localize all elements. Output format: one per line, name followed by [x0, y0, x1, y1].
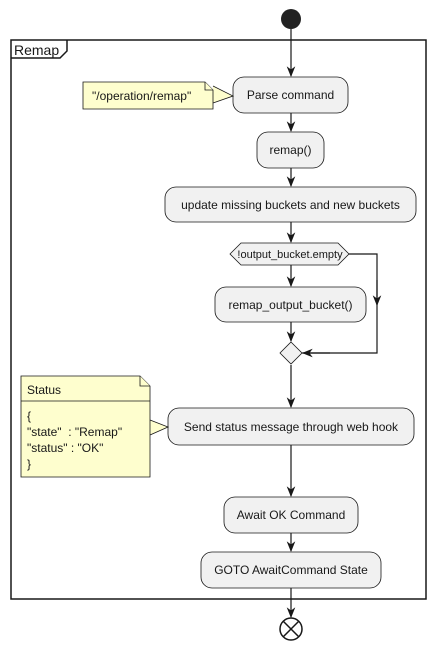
note-status-line: }: [27, 457, 31, 471]
decision-condition-label: !output_bucket.empty: [237, 249, 343, 261]
note-endpoint-fold: [204, 82, 213, 91]
activity-goto-await-command-label: GOTO AwaitCommand State: [214, 563, 368, 577]
activity-update-buckets-label: update missing buckets and new buckets: [181, 198, 400, 212]
partition-title: Remap: [14, 42, 59, 58]
activity-send-status: [167, 407, 415, 446]
merge-node: [279, 341, 303, 365]
note-status-fold: [139, 376, 150, 387]
activity-remap-label: remap(): [269, 143, 311, 157]
start-node: [281, 9, 301, 29]
note-status-connector: [149, 419, 170, 436]
activity-remap-output-bucket: [214, 286, 367, 323]
activity-send-status-label: Send status message through web hook: [184, 420, 399, 434]
end-node: [279, 617, 303, 641]
note-endpoint-connector: [212, 85, 235, 104]
activity-parse-command: [232, 76, 349, 114]
activity-parse-command-label: Parse command: [247, 88, 334, 102]
note-endpoint: [82, 81, 214, 110]
activity-await-ok: [223, 496, 359, 534]
note-endpoint-text: "/operation/remap": [92, 89, 191, 103]
note-status-title: Status: [27, 383, 61, 397]
note-status-line: {: [27, 409, 31, 423]
activity-update-buckets: [164, 186, 417, 223]
decision-output-bucket: [229, 242, 350, 266]
note-status-line: "state" : "Remap": [27, 425, 122, 439]
activity-await-ok-label: Await OK Command: [237, 508, 346, 522]
activity-remap: [256, 131, 325, 169]
activity-remap-output-bucket-label: remap_output_bucket(): [228, 298, 352, 312]
partition-tab: [11, 40, 68, 59]
partition-frame: [10, 39, 427, 600]
activity-goto-await-command: [200, 551, 382, 589]
edges: [286, 29, 382, 619]
note-status-line: "status" : "OK": [27, 441, 103, 455]
